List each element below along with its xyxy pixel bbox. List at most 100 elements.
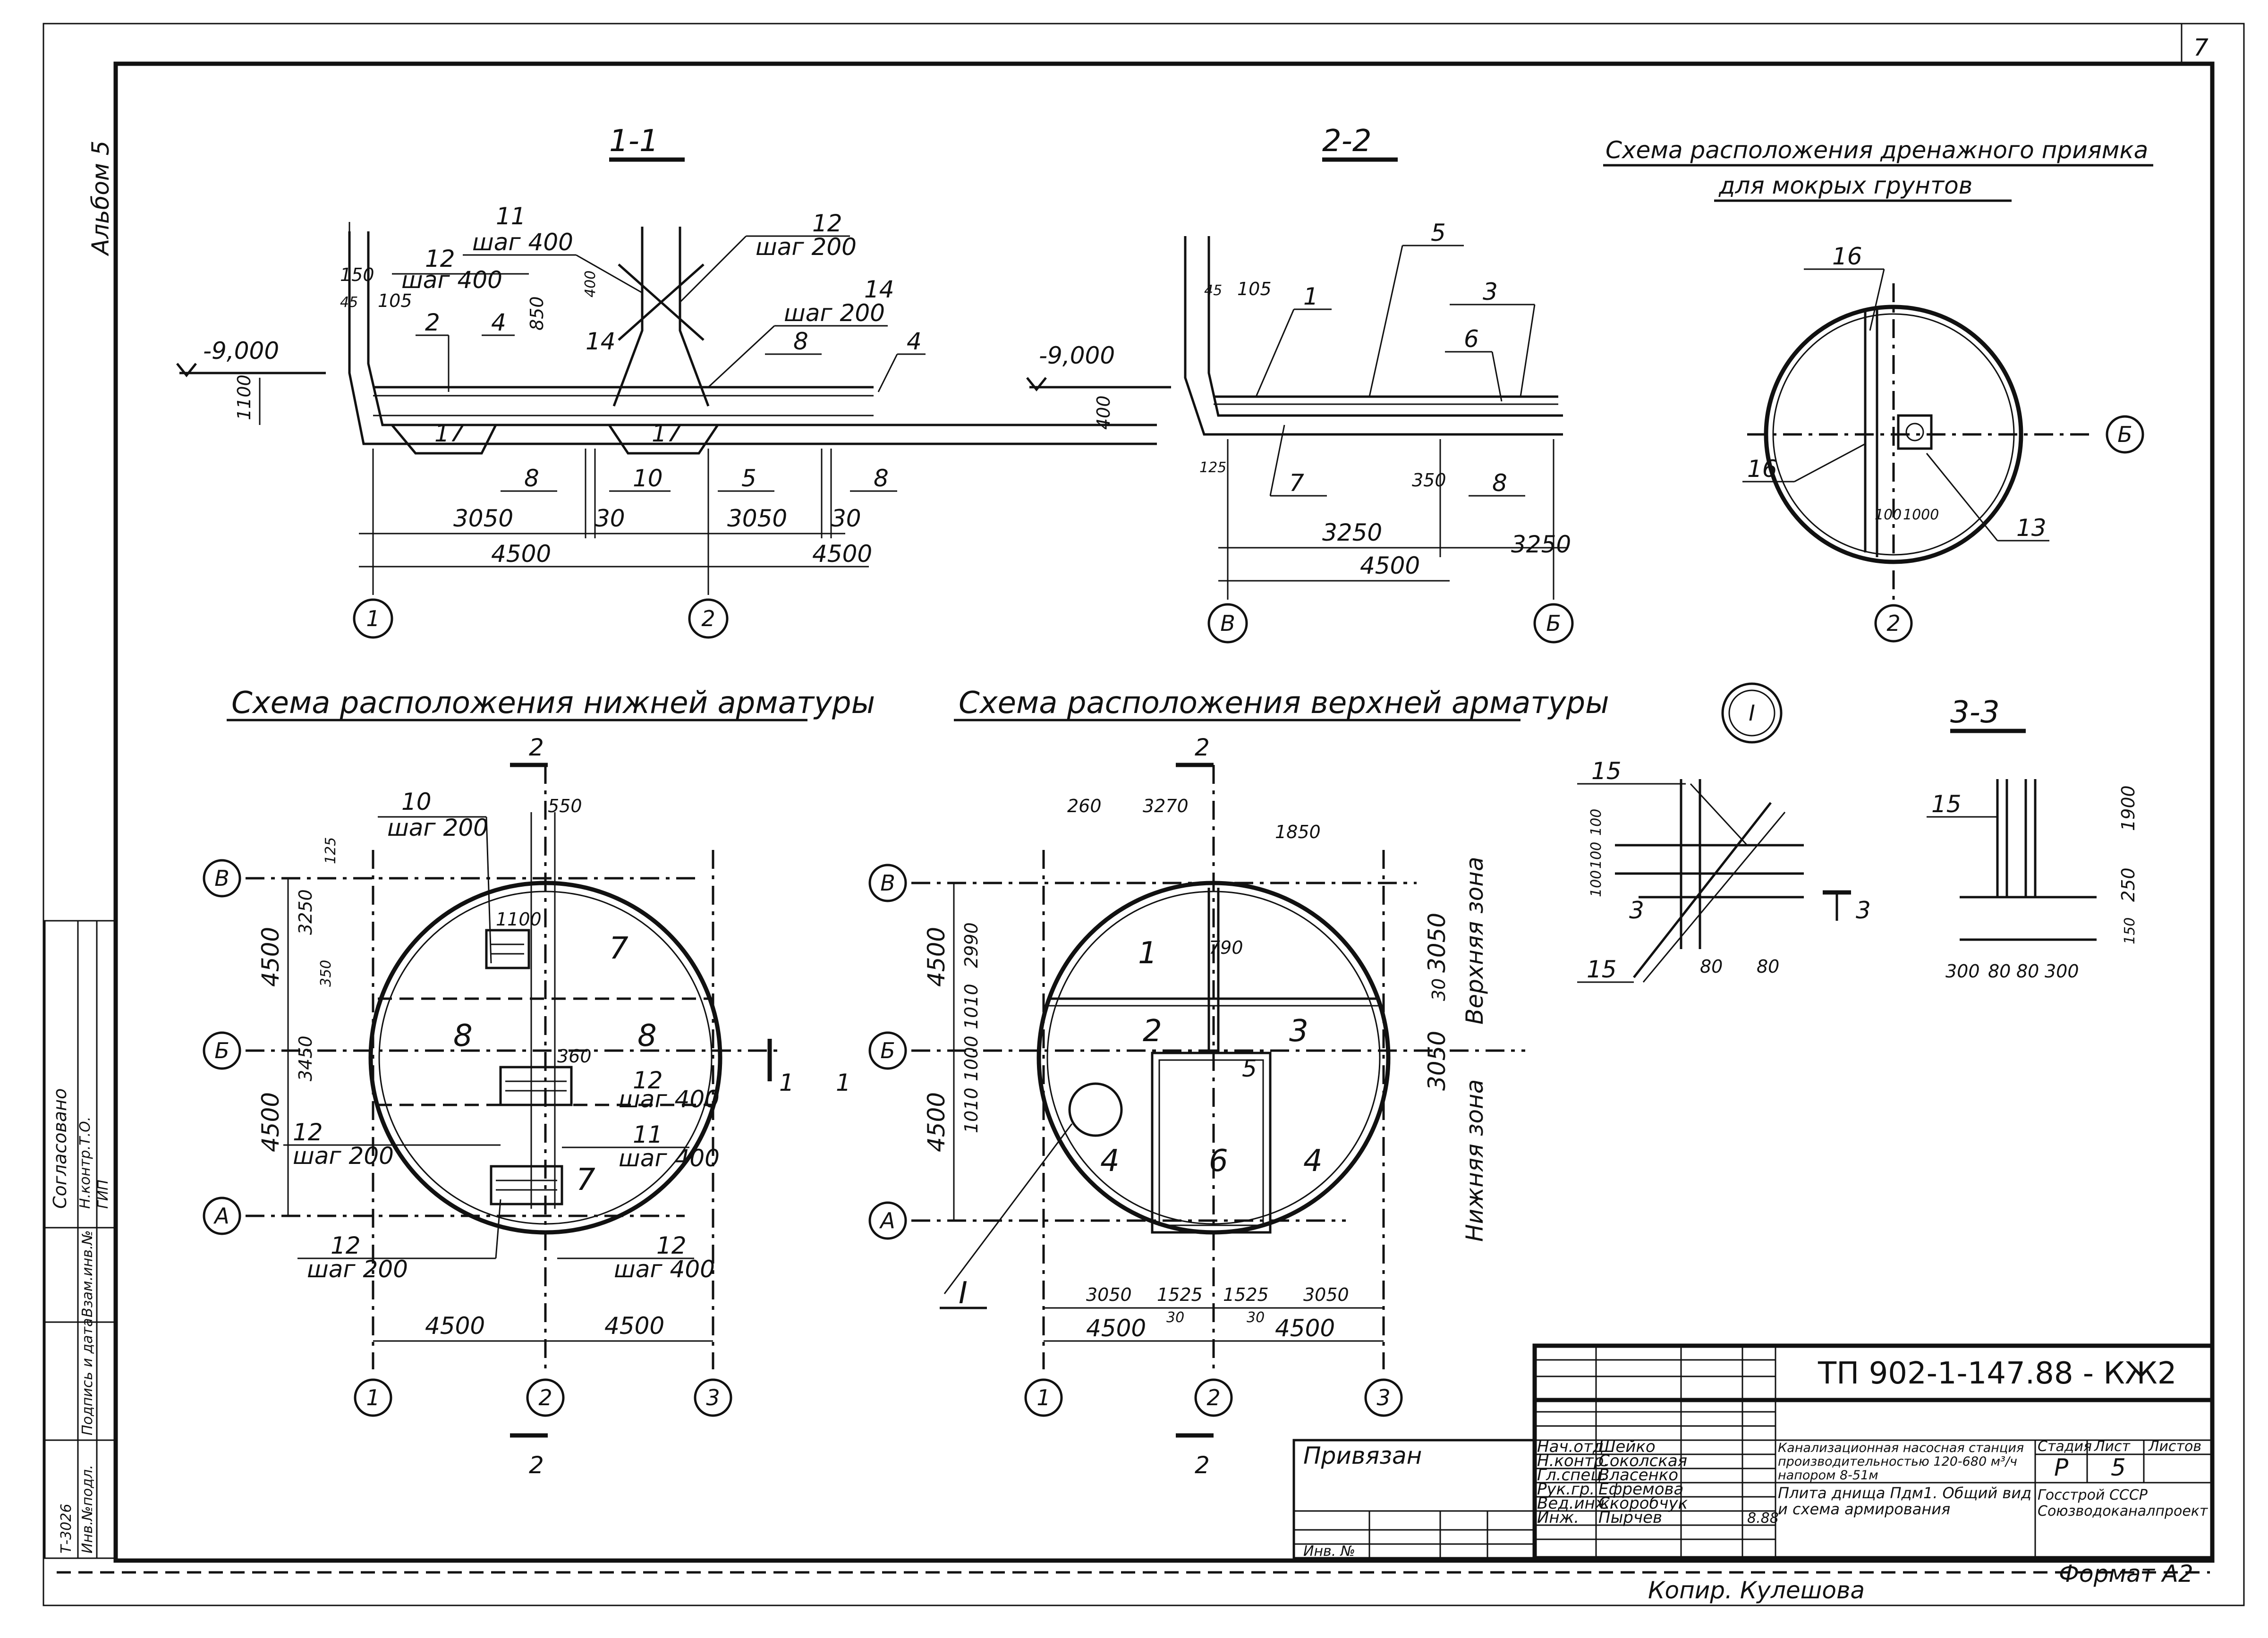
strip-label-control: Н.контр.Т.О. <box>77 1117 93 1209</box>
svg-text:2: 2 <box>701 606 715 631</box>
strip-label-replace: Взам.инв.№ <box>79 1230 96 1317</box>
strip-label-sign: Подпись и дата <box>79 1318 96 1436</box>
svg-text:12: 12 <box>425 245 455 272</box>
svg-text:790: 790 <box>1209 937 1243 958</box>
level-1-1: -9,000 <box>203 337 279 365</box>
drain-title-2: для мокрых грунтов <box>1718 172 1972 199</box>
lower-axis-a: А <box>213 1203 229 1229</box>
svg-text:13: 13 <box>2016 514 2047 542</box>
svg-text:6: 6 <box>1209 1144 1228 1179</box>
strip-archive-number: Т-3026 <box>58 1504 75 1554</box>
svg-text:250: 250 <box>2118 867 2139 902</box>
section-1-1: 1-1 17 17 -9,000 1100 150 45 105 850 400… <box>176 124 1157 639</box>
svg-text:300: 300 <box>2045 961 2079 982</box>
svg-text:5: 5 <box>1242 1055 1257 1082</box>
svg-text:15: 15 <box>1931 790 1962 818</box>
upper-axis-3: 3 <box>1376 1385 1390 1410</box>
svg-text:шаг 400: шаг 400 <box>619 1086 720 1113</box>
upper-axis-a: А <box>879 1208 895 1233</box>
upper-title: Схема расположения верхней арматуры <box>959 686 1609 721</box>
svg-text:2990: 2990 <box>961 922 982 968</box>
mark-4a: 4 <box>491 309 506 336</box>
svg-text:3050: 3050 <box>1086 1284 1132 1305</box>
svg-text:Гл.спец.: Гл.спец. <box>1537 1466 1606 1485</box>
svg-text:шаг 400: шаг 400 <box>619 1145 720 1172</box>
svg-text:Нижняя зона: Нижняя зона <box>1461 1079 1488 1242</box>
svg-text:14: 14 <box>864 276 894 303</box>
svg-text:шаг 400: шаг 400 <box>401 266 502 294</box>
svg-text:30: 30 <box>1166 1309 1184 1326</box>
mark-4b: 4 <box>907 328 922 355</box>
mark-14: 14 <box>586 328 616 355</box>
upper-axis-1: 1 <box>1036 1385 1050 1410</box>
svg-text:30: 30 <box>1428 978 1449 1001</box>
svg-text:4500: 4500 <box>491 540 551 568</box>
svg-text:12: 12 <box>812 210 842 237</box>
dim-1100-s11: 1100 <box>234 374 255 420</box>
outer-frame <box>42 23 2245 1606</box>
svg-text:15: 15 <box>1587 956 1617 983</box>
strip-label-agreed: Согласовано <box>50 1088 70 1209</box>
svg-text:Вед.инж.: Вед.инж. <box>1537 1494 1614 1513</box>
svg-text:Б: Б <box>1546 611 1561 636</box>
svg-text:1100: 1100 <box>496 909 542 930</box>
lower-mark-7b: 7 <box>576 1163 595 1197</box>
svg-text:350: 350 <box>318 960 334 987</box>
svg-text:шаг 400: шаг 400 <box>614 1256 715 1283</box>
svg-text:4500: 4500 <box>604 1312 664 1340</box>
svg-text:4500: 4500 <box>923 927 950 987</box>
svg-text:3250: 3250 <box>295 889 316 935</box>
organization: Госстрой СССР Союзводоканалпроект <box>2038 1487 2208 1519</box>
dim-45: 45 <box>340 294 358 311</box>
svg-text:11: 11 <box>496 203 526 230</box>
axis-v-s22 <box>1207 603 1248 644</box>
dim-150: 150 <box>340 264 374 285</box>
section-3-3-title: 3-3 <box>1950 695 2000 730</box>
svg-text:45: 45 <box>1204 282 1222 299</box>
lower-reinforcement-scheme: Схема расположения нижней арматуры 2 2 1… <box>203 686 875 1479</box>
svg-text:80: 80 <box>1757 956 1779 977</box>
node-I-title: I <box>1749 700 1755 726</box>
svg-text:3050: 3050 <box>1303 1284 1349 1305</box>
svg-text:3250: 3250 <box>1511 531 1571 558</box>
svg-text:шаг 200: шаг 200 <box>307 1256 408 1283</box>
svg-text:3050: 3050 <box>453 505 513 532</box>
sheet-title: Плита днища Пдм1. Общий вид и схема арми… <box>1778 1485 2032 1518</box>
svg-text:4500: 4500 <box>923 1092 950 1152</box>
mark-8a: 8 <box>793 328 808 355</box>
mark-2: 2 <box>425 309 440 336</box>
title-block: ТП 902-1-147.88 - КЖ2 Стадия Лист Листов… <box>1292 1343 2215 1561</box>
svg-text:Верхняя зона: Верхняя зона <box>1461 857 1488 1025</box>
svg-text:30: 30 <box>595 505 625 532</box>
svg-text:Листов: Листов <box>2148 1438 2201 1455</box>
svg-text:Н.контр.: Н.контр. <box>1537 1451 1609 1470</box>
svg-text:3050: 3050 <box>727 505 787 532</box>
svg-text:10: 10 <box>401 788 432 815</box>
svg-text:3250: 3250 <box>1322 519 1382 546</box>
lower-mark-8b: 8 <box>637 1018 657 1053</box>
svg-text:3: 3 <box>1289 1014 1308 1049</box>
svg-text:100: 100 <box>1875 507 1902 523</box>
svg-text:Стадия: Стадия <box>2038 1438 2092 1455</box>
dim-105: 105 <box>378 290 412 311</box>
lower-axis-2: 2 <box>538 1385 552 1410</box>
lower-axis-1: 1 <box>366 1385 380 1410</box>
svg-text:260: 260 <box>1067 796 1102 816</box>
svg-text:1525: 1525 <box>1223 1284 1269 1305</box>
svg-text:8.88: 8.88 <box>1747 1510 1779 1527</box>
svg-text:3: 3 <box>1629 897 1644 924</box>
svg-text:80: 80 <box>2016 961 2039 982</box>
svg-text:Инж.: Инж. <box>1537 1508 1579 1527</box>
svg-text:В: В <box>1220 611 1235 636</box>
node-I-detail: I 15 15 3 3 100 100 100 80 80 <box>1577 682 1871 983</box>
svg-text:Лист: Лист <box>2094 1438 2131 1455</box>
svg-text:11: 11 <box>633 1121 663 1148</box>
svg-text:400: 400 <box>1093 395 1114 430</box>
upper-axis-2: 2 <box>1206 1385 1220 1410</box>
svg-text:Ефремова: Ефремова <box>1598 1480 1683 1499</box>
svg-text:16: 16 <box>1832 243 1862 270</box>
svg-text:2: 2 <box>1143 1014 1162 1049</box>
axis-b-s22 <box>1533 603 1574 644</box>
svg-text:3270: 3270 <box>1143 796 1189 816</box>
svg-text:12: 12 <box>293 1119 323 1146</box>
